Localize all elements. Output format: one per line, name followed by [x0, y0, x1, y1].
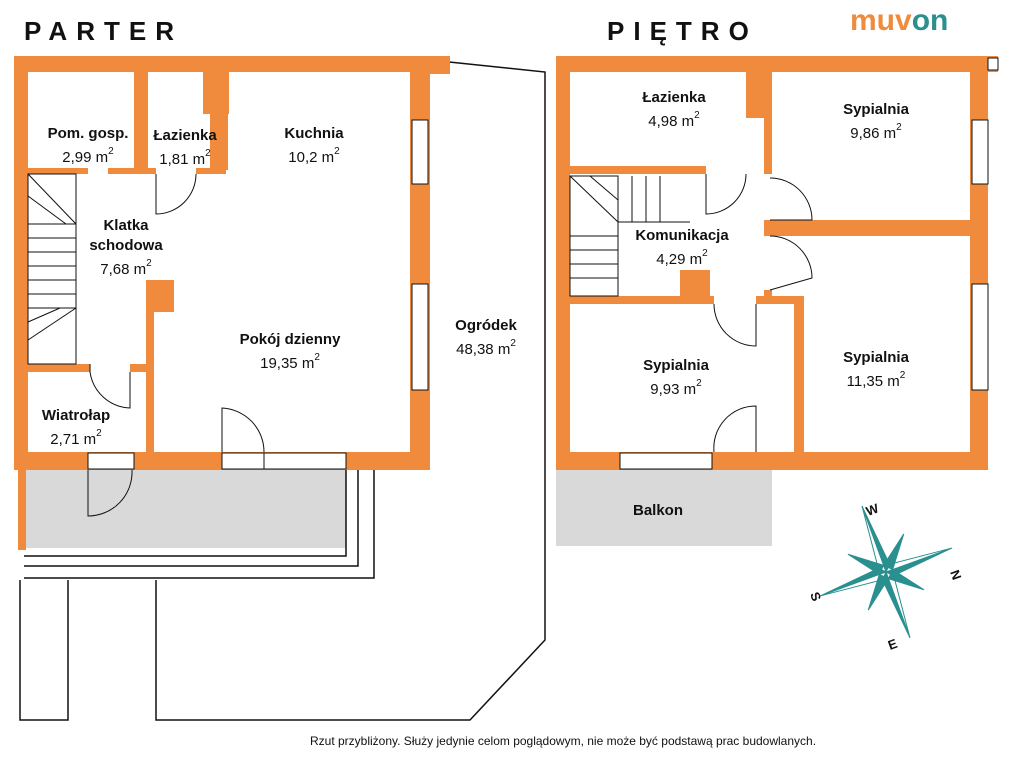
room-name: Łazienka	[642, 89, 706, 106]
room-label-bedroom-3: Sypialnia 11,35 m2	[843, 348, 909, 392]
room-name: Wiatrołap	[41, 407, 111, 424]
room-label-utility: Pom. gosp. 2,99 m2	[48, 124, 129, 168]
area-exponent: 2	[334, 146, 340, 157]
upper-stairs	[569, 175, 690, 297]
room-name: Ogródek	[455, 317, 517, 334]
room-name: Balkon	[632, 502, 684, 519]
room-name: Łazienka	[153, 127, 217, 144]
room-label-bedroom-1: Sypialnia 9,86 m2	[843, 100, 909, 144]
room-area: 11,35 m	[846, 373, 900, 390]
room-area: 9,86 m	[850, 125, 897, 142]
room-label-hallway: Komunikacja 4,29 m2	[635, 226, 728, 270]
balcony	[556, 470, 772, 546]
room-area: 7,68 m	[100, 261, 147, 278]
room-area: 48,38 m	[456, 341, 511, 358]
area-exponent: 2	[510, 338, 516, 349]
area-exponent: 2	[899, 370, 906, 381]
room-area: 4,29 m	[656, 251, 703, 268]
room-area: 9,93 m	[650, 381, 697, 398]
terrace-steps	[24, 468, 375, 579]
room-area: 2,71 m	[50, 431, 97, 448]
compass-rose-icon: N S E W	[807, 500, 964, 653]
room-label-bedroom-2: Sypialnia 9,93 m2	[643, 356, 709, 400]
room-name-line2: schodowa	[89, 237, 163, 254]
room-label-living-room: Pokój dzienny 19,35 m2	[240, 330, 341, 374]
compass-east: E	[886, 636, 900, 653]
disclaimer-text: Rzut przybliżony. Służy jedynie celom po…	[310, 734, 817, 748]
upper-doors	[705, 173, 813, 453]
logo-text-part2: on	[911, 4, 949, 37]
room-name: Komunikacja	[635, 227, 729, 244]
area-exponent: 2	[694, 110, 700, 121]
room-name: Pom. gosp.	[47, 125, 129, 142]
room-area: 1,81 m	[159, 151, 206, 168]
room-name: Sypialnia	[843, 101, 909, 118]
room-label-kitchen: Kuchnia 10,2 m2	[284, 124, 343, 168]
room-label-bathroom-ground: Łazienka 1,81 m2	[153, 126, 216, 170]
room-name: Kuchnia	[284, 125, 344, 142]
area-exponent: 2	[146, 258, 152, 269]
compass-north: N	[947, 568, 964, 582]
upper-windows	[619, 57, 999, 470]
room-area: 10,2 m	[288, 149, 335, 166]
ground-terrace	[24, 470, 346, 548]
room-label-vestibule: Wiatrołap 2,71 m2	[42, 406, 110, 450]
area-exponent: 2	[702, 248, 708, 259]
room-label-garden: Ogródek 48,38 m2	[455, 316, 517, 360]
room-area: 19,35 m	[260, 355, 315, 372]
compass-south: S	[807, 590, 824, 604]
room-name: Sypialnia	[643, 357, 709, 374]
area-exponent: 2	[696, 378, 702, 389]
ground-doors	[87, 173, 265, 517]
upper-floor-title: PIĘTRO	[607, 16, 758, 46]
compass-west: W	[864, 500, 881, 519]
garden-path-outline	[19, 580, 69, 721]
room-area: 4,98 m	[648, 113, 695, 130]
area-exponent: 2	[314, 352, 320, 363]
area-exponent: 2	[96, 428, 102, 439]
area-exponent: 2	[896, 122, 902, 133]
upper-walls	[556, 56, 998, 470]
room-label-balcony: Balkon	[633, 501, 683, 521]
brand-logo: muvon	[850, 4, 948, 38]
room-label-bathroom-upper: Łazienka 4,98 m2	[642, 88, 705, 132]
logo-text-part1: muv	[850, 4, 912, 37]
room-area: 2,99 m	[62, 149, 109, 166]
area-exponent: 2	[205, 148, 211, 159]
ground-stairs	[27, 173, 77, 365]
room-label-staircase: Klatka schodowa 7,68 m2	[89, 216, 162, 280]
room-name: Pokój dzienny	[239, 331, 341, 348]
room-name: Sypialnia	[843, 349, 909, 366]
ground-floor-title: PARTER	[24, 16, 183, 46]
area-exponent: 2	[108, 146, 114, 157]
ground-windows	[87, 119, 429, 470]
garden-outline	[155, 59, 546, 721]
room-name-line1: Klatka	[103, 217, 149, 234]
